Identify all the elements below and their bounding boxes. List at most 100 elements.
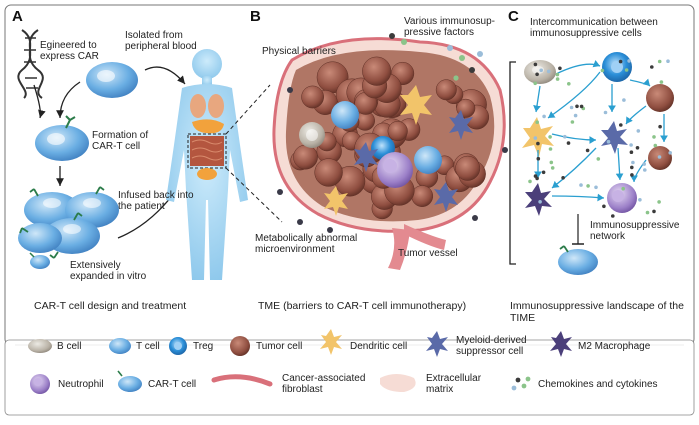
chemokine-dot	[535, 120, 539, 124]
panel-c-label: C	[508, 8, 519, 25]
chemokine-dot	[657, 59, 662, 64]
chemokine-dot	[575, 104, 579, 109]
legend-icons	[28, 329, 572, 394]
car-receptor-icon	[65, 115, 76, 129]
panel-b-caption: TME (barriers to CAR-T cell immunotherap…	[258, 300, 467, 312]
tumor-cell	[387, 121, 408, 142]
chemokine-dot	[596, 157, 601, 161]
legend-tumor-cell-icon	[230, 336, 250, 356]
legend-car-t-cell: CAR-T cell	[148, 379, 197, 390]
physical-barriers-label: Physical barriers	[262, 46, 336, 57]
chemokine-dot	[533, 62, 538, 67]
chemokine-dot	[668, 151, 672, 155]
legend-chemokines: Chemokines and cytokines	[538, 379, 658, 390]
legend-t-cell: T cell	[136, 341, 160, 352]
legend-dendritic-cell: Dendritic cell	[350, 341, 408, 352]
chemokine-dot	[642, 162, 646, 166]
chemokine-dot	[618, 59, 623, 64]
chemokine-dot	[533, 174, 538, 178]
chemokine-dot	[627, 59, 631, 63]
legend-b-cell-icon	[28, 339, 52, 353]
chemokine-dot	[549, 160, 554, 165]
chemokine-dot	[631, 160, 635, 165]
chemokine-dot	[622, 98, 626, 102]
chemokine-dot	[579, 183, 583, 187]
chemokine-dot	[563, 134, 567, 139]
chemokine-dot	[621, 186, 625, 191]
panel-a-label: A	[12, 8, 23, 25]
chemokine-dot	[555, 72, 560, 77]
chemokine-dot	[638, 198, 642, 202]
chemokine-dot	[528, 179, 532, 184]
chemokine-dot	[611, 214, 615, 218]
chemokine-dot	[619, 123, 623, 127]
legend-m2-macrophage-icon	[550, 331, 572, 357]
chemokine-dot	[600, 68, 605, 73]
chemokine-dot	[586, 184, 590, 188]
chemokine-dot	[594, 185, 598, 190]
legend-car-t-cell-icon	[118, 376, 142, 392]
network-m2-macrophage	[525, 183, 552, 216]
chemokine-dot	[636, 129, 641, 133]
chemokine-dot	[629, 150, 634, 154]
legend-mdsc-icon	[426, 331, 448, 357]
legend-dendritic-cell-icon	[320, 329, 342, 355]
chemokine-dot	[570, 120, 575, 124]
network-dendritic-cell	[522, 117, 554, 157]
chemokine-dot	[645, 210, 650, 215]
tumor-cell	[411, 185, 434, 207]
zoom-line-bottom	[225, 167, 283, 223]
chemokine-dot	[657, 200, 661, 204]
legend-ecm-icon	[380, 374, 416, 392]
chemokine-dot	[652, 209, 656, 214]
chemokine-dot	[643, 168, 647, 172]
chemokine-dot	[602, 204, 606, 209]
chemokine-dot	[585, 148, 590, 153]
chemokine-dot	[569, 105, 574, 110]
chemokine-dot	[650, 65, 654, 69]
chemokine-dot	[603, 110, 608, 115]
chemokine-dot	[635, 146, 640, 150]
chemokine-dot	[630, 165, 634, 170]
tumor-cell	[435, 79, 457, 101]
chemokine-dot	[561, 176, 565, 180]
panel-c	[509, 52, 674, 275]
chemokine-dot	[542, 114, 546, 119]
tumor-cell	[455, 155, 481, 181]
chemokine-dot	[567, 82, 571, 86]
legend-chemokines-icon	[511, 376, 531, 391]
chemokine-dot	[548, 147, 553, 151]
chemokine-dot	[659, 80, 664, 84]
chemokine-dot	[653, 143, 658, 148]
chemokine-dot	[535, 72, 539, 77]
network-tumor-cell-1	[646, 84, 674, 112]
chemokine-dot	[546, 69, 551, 74]
tumor-cell	[301, 85, 324, 109]
legend-tumor-cell: Tumor cell	[256, 341, 303, 352]
legend-treg: Treg	[193, 341, 214, 352]
chemokine-dot	[558, 66, 562, 71]
chemokine-dot	[657, 155, 662, 159]
tumor-cell	[293, 144, 318, 170]
chemokine-dot	[606, 139, 611, 144]
chemokine-dot	[555, 77, 560, 81]
chemokine-dot	[548, 135, 552, 139]
chemokine-dot	[666, 59, 670, 63]
chemokine-dot	[630, 173, 634, 177]
panel-b-label: B	[250, 8, 261, 25]
network-car-t-cell	[558, 249, 598, 275]
panel-a	[17, 29, 248, 280]
immunosuppressive-factors-label: Various immunosup-pressive factors	[404, 16, 495, 38]
chemokine-dot	[536, 141, 540, 146]
legend-caf-icon	[211, 374, 273, 387]
panel-a-caption: CAR-T cell design and treatment	[34, 300, 187, 312]
